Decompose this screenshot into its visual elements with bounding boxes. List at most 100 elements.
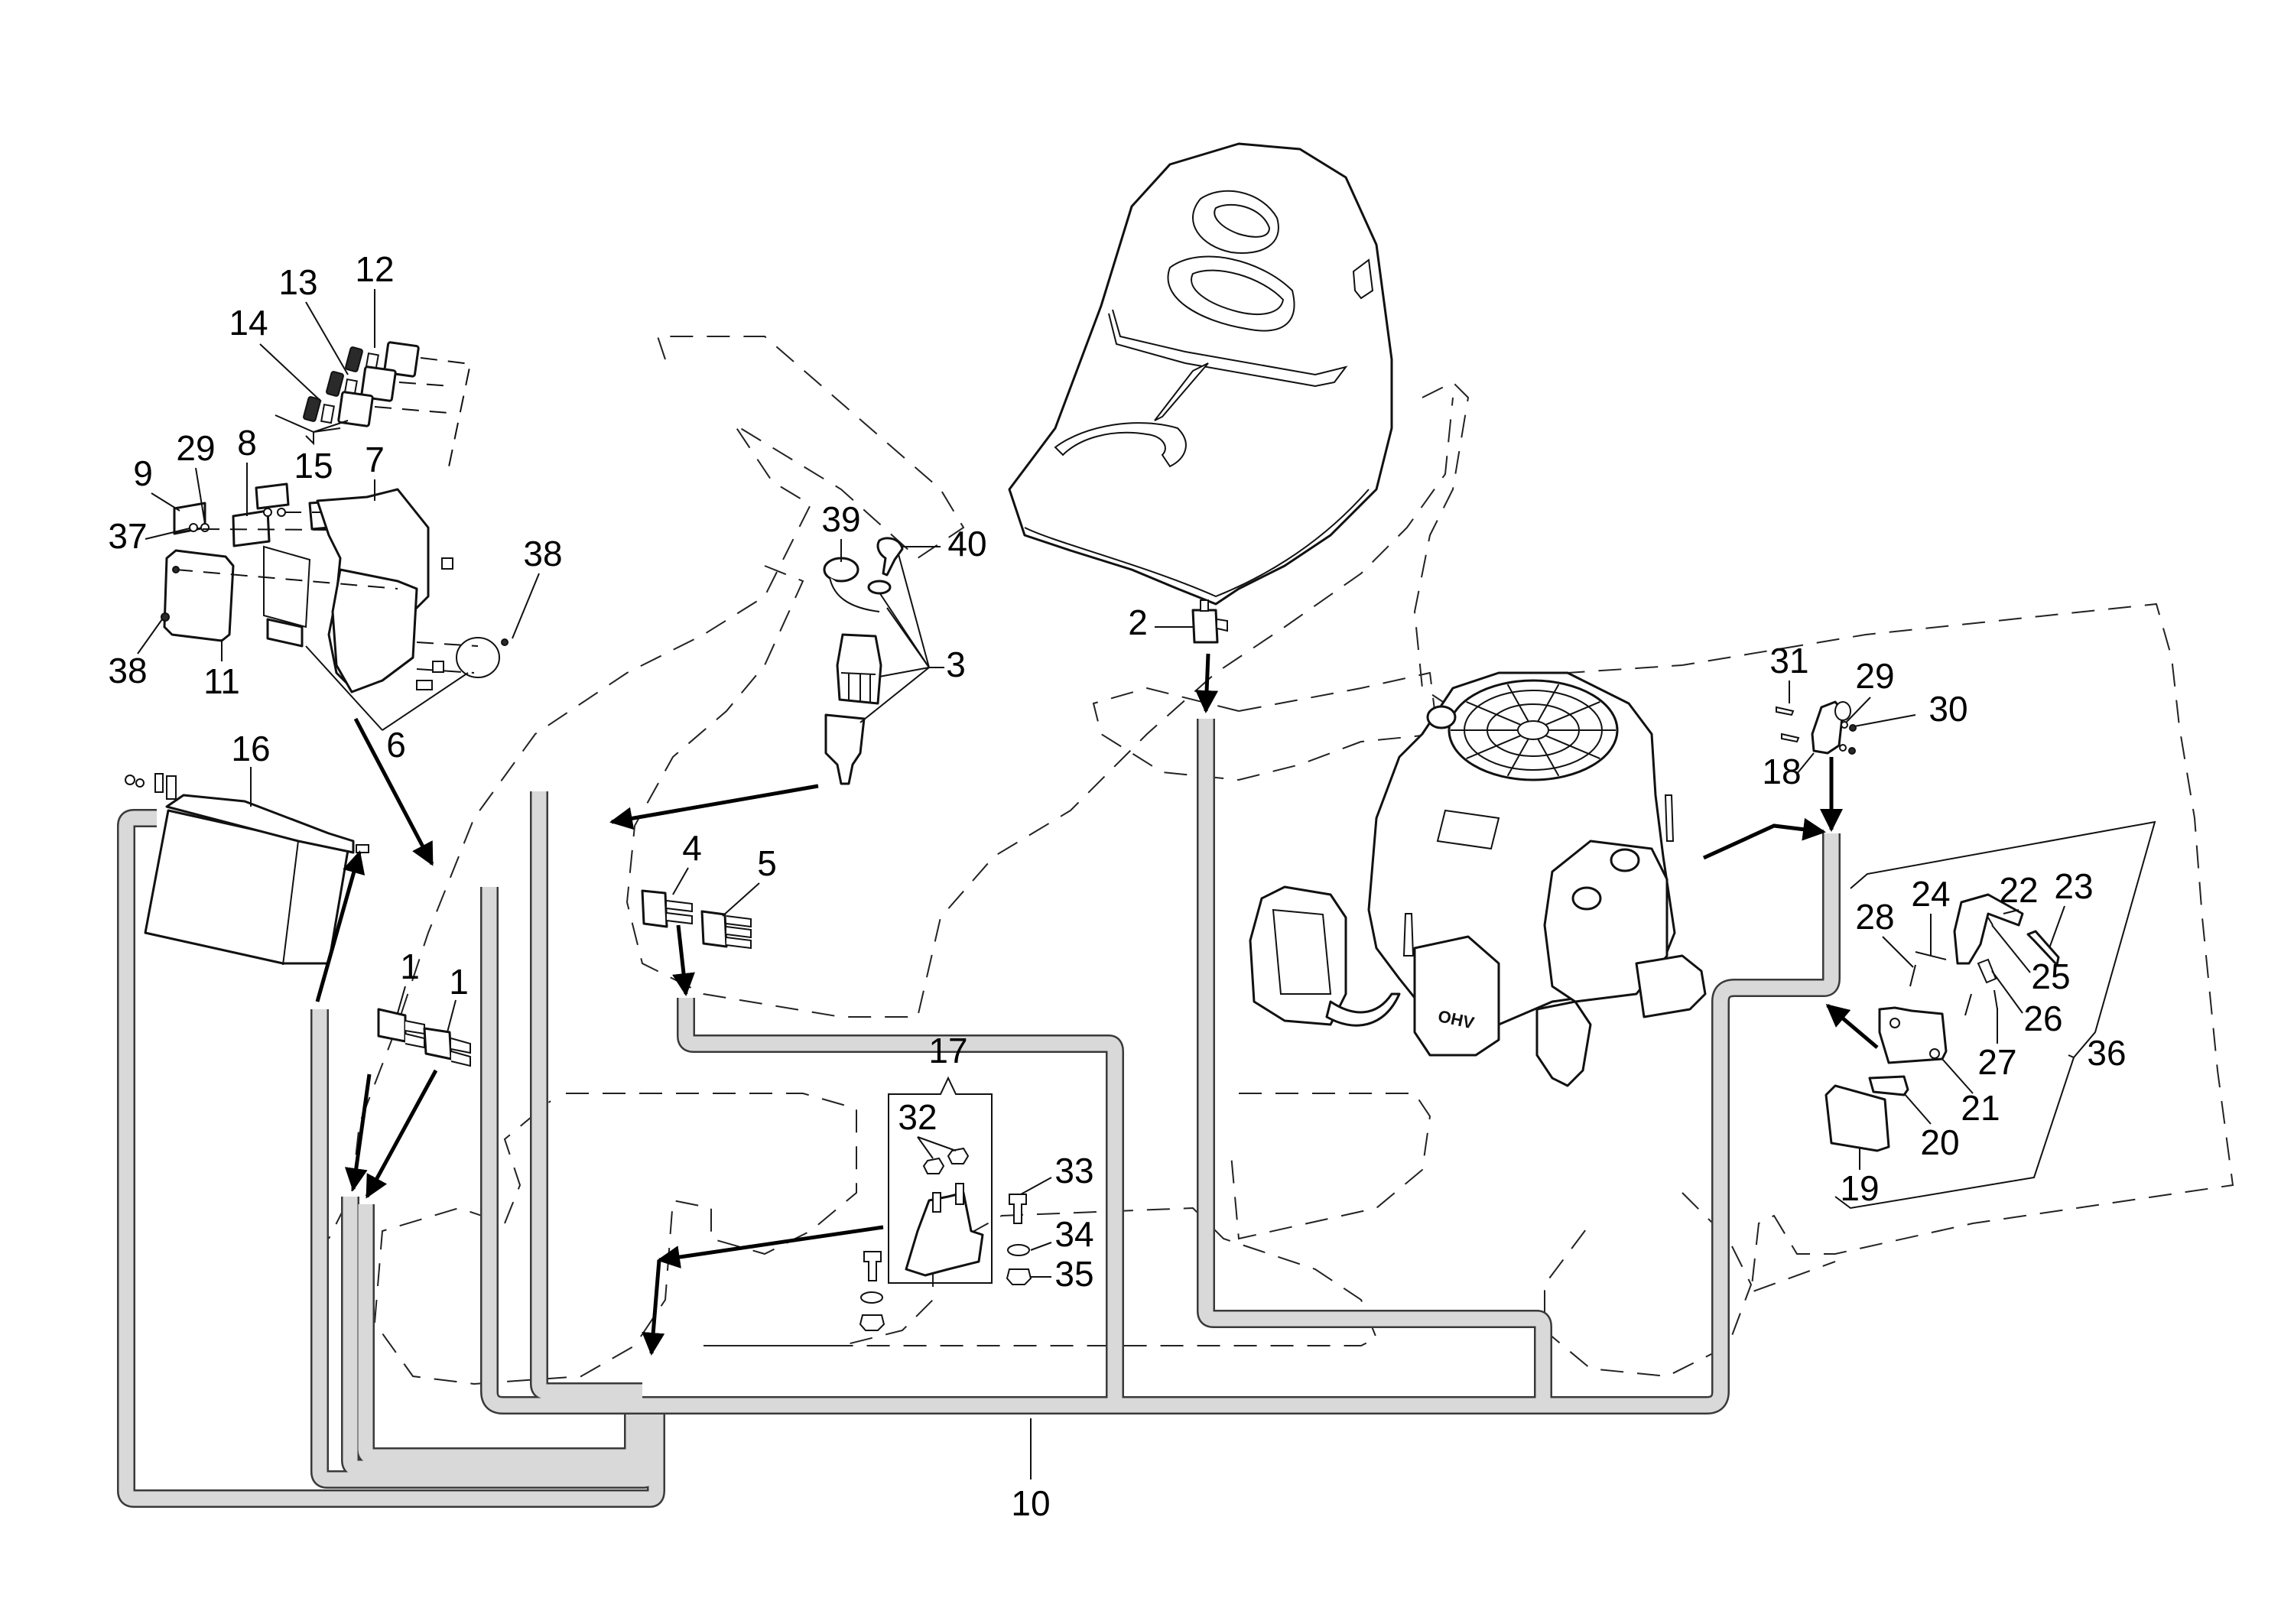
connector-1b xyxy=(423,1027,453,1060)
callout-17: 17 xyxy=(928,1031,967,1070)
connectors-4-5 xyxy=(641,889,752,950)
arrow-connector-4 xyxy=(672,924,695,996)
fuse-row-1 xyxy=(345,341,420,378)
leader-line-20 xyxy=(1903,1093,1932,1125)
arrow-seat-switch xyxy=(1195,653,1219,713)
engine-exhaust-pipe xyxy=(1325,992,1401,1027)
callout-29b: 29 xyxy=(1855,656,1894,696)
leader-line-25 xyxy=(1991,924,2031,973)
solenoid-nut-2 xyxy=(947,1147,970,1164)
callout-2: 2 xyxy=(1128,603,1148,642)
callout-38b: 38 xyxy=(523,534,562,573)
switch-18-cluster xyxy=(1776,700,1857,755)
battery xyxy=(125,773,369,966)
engine-label-plate xyxy=(1436,809,1500,850)
washer-left xyxy=(860,1291,883,1304)
callout-12: 12 xyxy=(355,249,394,289)
callout-leaders xyxy=(137,289,2075,1479)
arrow-solenoid xyxy=(657,1225,884,1268)
fuse-holder-12 xyxy=(383,341,420,378)
leader-line-26 xyxy=(1991,970,2023,1014)
screw-38-left xyxy=(161,612,170,622)
switch-cover-19 xyxy=(1824,1084,1890,1152)
leader-line-30 xyxy=(1854,714,1916,727)
leader-line-32-branch xyxy=(917,1136,957,1151)
control-module-board xyxy=(331,568,418,693)
arrow-engine-to-switch xyxy=(1702,817,1826,860)
fuse-assembly-dashline xyxy=(374,357,472,475)
engine-spark-plug xyxy=(1402,913,1415,957)
leader-line-6-branch xyxy=(382,672,469,731)
leader-line-32 xyxy=(917,1136,934,1159)
bolt-33 xyxy=(1009,1194,1027,1224)
solenoid-body xyxy=(905,1191,984,1277)
seat-upper-cushion-inner xyxy=(1214,203,1271,238)
left-deck-ghost xyxy=(373,1093,857,1385)
callout-7: 7 xyxy=(365,440,385,479)
battery-top xyxy=(165,794,355,854)
callout-32: 32 xyxy=(898,1097,937,1137)
leader-line-3-fan-0 xyxy=(898,554,930,668)
screw-38-right xyxy=(501,638,509,646)
engine-fan-spokes xyxy=(1451,684,1616,777)
harness-branch-outline-5 xyxy=(530,791,642,1401)
fuse-row-3 xyxy=(303,391,374,427)
screw-37 xyxy=(189,523,198,532)
callout-37: 37 xyxy=(108,516,147,556)
arrow-connector-1a xyxy=(344,1073,372,1191)
arrow-switch-assembly xyxy=(1825,1004,1879,1049)
leader-line-4 xyxy=(672,867,689,895)
fan-spoke xyxy=(1466,701,1522,726)
harness-branch-7 xyxy=(678,998,1123,1405)
engine-valve-cover xyxy=(1413,935,1500,1057)
callout-39: 39 xyxy=(821,499,860,539)
leader-line-15-split-0 xyxy=(275,414,314,433)
callout-33: 33 xyxy=(1054,1151,1093,1190)
fan-spoke xyxy=(1537,738,1560,777)
callout-5: 5 xyxy=(757,843,777,883)
leader-line-36 xyxy=(2068,1054,2075,1058)
nut-35 xyxy=(1006,1268,1032,1285)
engine: OHV xyxy=(1249,671,1707,1087)
ignition-switch-terminals xyxy=(840,672,876,702)
leader-line-15-split-1 xyxy=(313,420,349,433)
module-cover-11 xyxy=(163,549,235,642)
harness-branch-1 xyxy=(312,1009,658,1487)
right-wheel-ghost xyxy=(1544,1192,1753,1378)
fuse-14 xyxy=(320,403,335,424)
callout-8: 8 xyxy=(237,423,257,463)
harness-branch-5 xyxy=(531,791,642,1399)
callout-24: 24 xyxy=(1911,874,1950,914)
engine-fan-hub xyxy=(1517,720,1549,740)
bolt-left xyxy=(863,1251,882,1281)
ignition-switch-kit xyxy=(823,537,904,785)
engine-dipstick xyxy=(1664,794,1675,842)
assembly-arrows xyxy=(315,653,1879,1356)
battery-side xyxy=(282,840,299,966)
fan-spoke xyxy=(1537,684,1560,723)
connector-1a xyxy=(377,1008,407,1043)
module-pcb xyxy=(263,545,311,628)
housing-boss-2 xyxy=(1929,1048,1940,1059)
leader-line-38b xyxy=(512,573,540,639)
callout-20: 20 xyxy=(1920,1122,1959,1162)
leader-line-18 xyxy=(1796,752,1815,775)
callout-27: 27 xyxy=(1977,1042,2016,1082)
actuator-lever-22 xyxy=(1953,893,2024,965)
callout-4: 4 xyxy=(682,828,702,868)
connectors-1 xyxy=(377,1008,471,1067)
module-dashlines xyxy=(175,569,479,674)
callout-23: 23 xyxy=(2054,866,2093,906)
callout-26: 26 xyxy=(2023,999,2062,1038)
battery-clamp xyxy=(166,775,177,800)
callout-16: 16 xyxy=(231,729,270,768)
leader-line-1b xyxy=(447,999,457,1033)
harness-branch-3 xyxy=(358,1204,641,1464)
solenoid-kit-box xyxy=(888,1076,993,1284)
leader-line-5 xyxy=(722,882,760,917)
fan-spoke xyxy=(1506,738,1529,777)
fuse-13-blade xyxy=(326,371,344,397)
seat-switch-body xyxy=(1191,609,1219,644)
arrow-solenoid-down xyxy=(642,1259,665,1356)
